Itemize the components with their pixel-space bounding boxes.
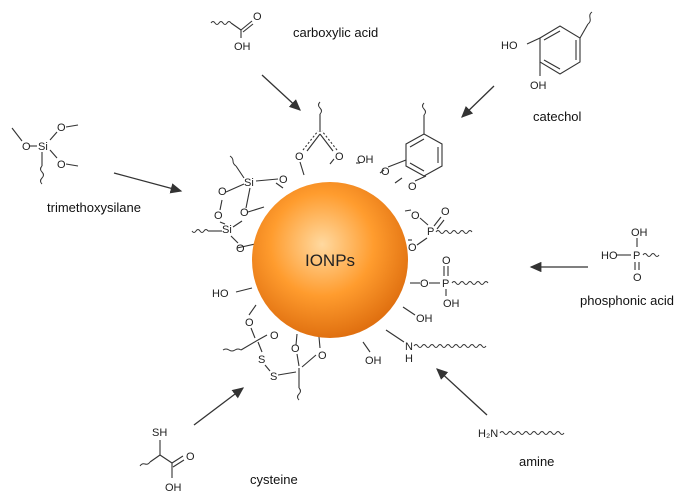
surface-bonds (235, 158, 420, 353)
bound-phosphonate-lower: O P O OH (420, 255, 489, 310)
atom-o: O (245, 317, 254, 329)
arrow-trimethoxysilane (113, 172, 183, 194)
core-label: IONPs (305, 251, 355, 270)
atom-o: O (236, 243, 245, 255)
atom-o: O (411, 210, 420, 222)
bound-carboxylate: O O (295, 101, 344, 163)
free-carboxylic-acid-structure: O OH (210, 11, 262, 53)
atom-sh: SH (152, 427, 167, 439)
atom-o: O (57, 159, 66, 171)
bound-phosphonate-upper: O O P O (408, 206, 473, 254)
surface-hydroxyl-right: OH (416, 313, 433, 325)
label-catechol: catechol (533, 109, 582, 124)
atom-s: S (258, 354, 265, 366)
atom-o: O (270, 330, 279, 342)
atom-si: Si (38, 141, 48, 153)
label-phosphonic-acid: phosphonic acid (580, 293, 674, 308)
arrow-catechol (461, 85, 495, 118)
surface-hydroxyl-left: HO (212, 288, 229, 300)
surface-hydroxyl-bottom: OH (365, 355, 382, 367)
arrow-carboxylic-acid (261, 74, 301, 111)
atom-o: O (291, 343, 300, 355)
label-trimethoxysilane: trimethoxysilane (47, 200, 141, 215)
atom-oh: OH (234, 41, 251, 53)
atom-o: O (441, 206, 450, 218)
arrow-cysteine (193, 387, 245, 426)
atom-oh: OH (631, 227, 648, 239)
atom-ho: HO (601, 250, 618, 262)
atom-o: O (218, 186, 227, 198)
atom-s: S (270, 371, 277, 383)
free-trimethoxysilane-structure: Si O O O (11, 122, 79, 185)
atom-si: Si (244, 177, 254, 189)
atom-o: O (240, 207, 249, 219)
free-phosphonic-acid-structure: OH P HO O (601, 227, 660, 284)
atom-p: P (427, 226, 434, 238)
atom-n: N (405, 341, 413, 353)
bound-silane: Si Si O O O O O (191, 155, 288, 255)
atom-o: O (57, 122, 66, 134)
atom-oh: OH (443, 298, 460, 310)
atom-oh: OH (530, 80, 547, 92)
atom-o: O (442, 255, 451, 267)
atom-h: H (405, 353, 413, 365)
bound-cystine: O O S S O O (222, 317, 327, 401)
atom-oh: OH (165, 482, 182, 494)
bound-catechol: O O (381, 102, 443, 193)
atom-o: O (420, 278, 429, 290)
atom-o: O (381, 166, 390, 178)
atom-ho: HO (501, 40, 518, 52)
free-cysteine-structure: SH O OH (139, 427, 195, 494)
atom-p: P (442, 278, 449, 290)
atom-o: O (633, 272, 642, 284)
atom-o: O (408, 242, 417, 254)
atom-o: O (408, 181, 417, 193)
atom-o: O (318, 350, 327, 362)
nanoparticle-core (252, 182, 408, 338)
atom-p: P (633, 250, 640, 262)
free-amine-structure: H₂N (478, 428, 565, 440)
atom-o: O (214, 210, 223, 222)
atom-o: O (335, 151, 344, 163)
label-cysteine: cysteine (250, 472, 298, 487)
free-catechol-structure: HO OH (501, 11, 593, 92)
bound-amine: N H (405, 341, 487, 365)
atom-o: O (295, 151, 304, 163)
atom-o: O (186, 451, 195, 463)
atom-o: O (253, 11, 262, 23)
arrow-amine (436, 368, 488, 416)
atom-si: Si (222, 224, 232, 236)
label-amine: amine (519, 454, 554, 469)
label-carboxylic-acid: carboxylic acid (293, 25, 378, 40)
atom-h2n: H₂N (478, 428, 498, 440)
atom-o: O (279, 174, 288, 186)
atom-o: O (22, 141, 31, 153)
surface-hydroxyl-top: OH (357, 154, 374, 166)
